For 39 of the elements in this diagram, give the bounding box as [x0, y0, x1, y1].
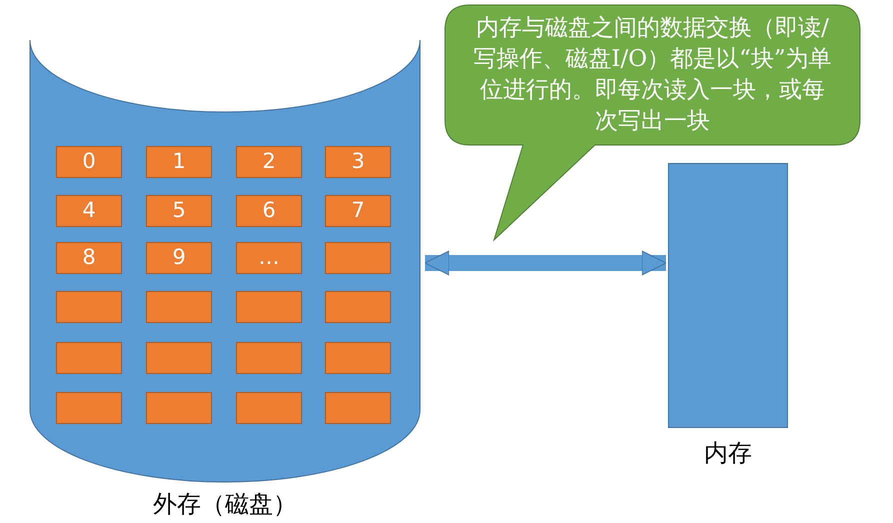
storage-block	[236, 342, 302, 374]
double-arrow	[424, 250, 666, 276]
block-number: 2	[261, 149, 277, 173]
block-number: …	[258, 245, 280, 269]
storage-block	[146, 195, 212, 227]
storage-block	[56, 146, 122, 178]
block-number: 1	[171, 149, 187, 173]
block-number: 9	[171, 245, 187, 269]
disk-label: 外存（磁盘）	[152, 489, 298, 520]
storage-block	[325, 195, 391, 227]
block-number: 7	[350, 198, 366, 222]
storage-block	[325, 392, 391, 424]
storage-block	[56, 291, 122, 323]
block-number: 6	[261, 198, 277, 222]
storage-block	[56, 195, 122, 227]
storage-block	[56, 342, 122, 374]
storage-block	[56, 242, 122, 274]
storage-block	[325, 291, 391, 323]
storage-block	[146, 146, 212, 178]
storage-block	[146, 392, 212, 424]
storage-block	[146, 291, 212, 323]
block-number: 3	[350, 149, 366, 173]
storage-block	[56, 392, 122, 424]
memory-label: 内存	[703, 438, 753, 469]
callout-text: 内存与磁盘之间的数据交换（即读/写操作、磁盘I/O）都是以“块”为单位进行的。即每次读入一块，或每次写出一块	[473, 14, 832, 136]
storage-block	[325, 342, 391, 374]
block-number: 0	[81, 149, 97, 173]
storage-block	[236, 291, 302, 323]
storage-block	[236, 392, 302, 424]
block-number: 5	[171, 198, 187, 222]
storage-block	[236, 242, 302, 274]
block-number: 8	[81, 245, 97, 269]
storage-block	[146, 242, 212, 274]
storage-block	[325, 242, 391, 274]
block-number: 4	[81, 198, 97, 222]
storage-block	[325, 146, 391, 178]
storage-block	[146, 342, 212, 374]
storage-block	[236, 195, 302, 227]
storage-block	[236, 146, 302, 178]
